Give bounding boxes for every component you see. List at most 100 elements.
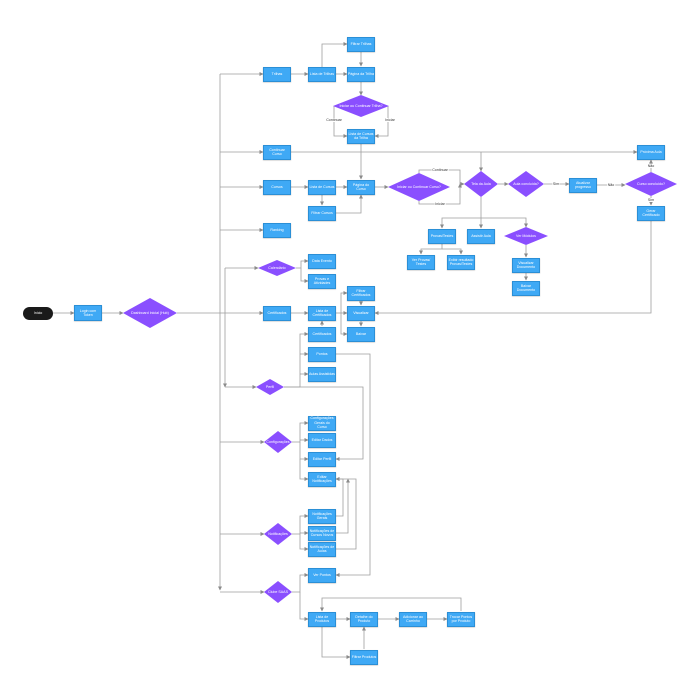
node-label: Filtrar Trilhas bbox=[350, 41, 372, 46]
connector bbox=[300, 268, 309, 283]
step-login: Login com Token bbox=[74, 305, 102, 321]
connector bbox=[333, 106, 348, 138]
node-label: Visualizar Documento bbox=[516, 260, 536, 269]
connector bbox=[335, 477, 357, 550]
step-baixar: Baixar bbox=[347, 326, 375, 342]
connector bbox=[336, 478, 350, 534]
edge-label: Sim bbox=[552, 182, 560, 186]
node-label: Tela da Aula bbox=[471, 181, 491, 186]
node-label: Lista de Produtos bbox=[314, 614, 330, 623]
node-label: Provas/Testes bbox=[430, 233, 454, 238]
node-label: Dashboard Inicial (Hub) bbox=[131, 310, 169, 315]
node-label: Ver Pontos bbox=[313, 572, 331, 577]
step-baixar-doc: Baixar Documento bbox=[512, 280, 540, 296]
node-label: Lista de Cursos da Trilha bbox=[348, 131, 374, 140]
decision-perfil: Perfil bbox=[256, 379, 284, 395]
step-lista-cursos: Lista de Cursos bbox=[308, 179, 336, 195]
node-label: Editar Dados bbox=[311, 437, 333, 442]
decision-calendario: Calendário bbox=[258, 260, 296, 276]
connector bbox=[321, 627, 351, 659]
step-filtrar-cursos: Filtrar Cursos bbox=[308, 205, 336, 221]
connector bbox=[284, 386, 364, 461]
step-pontos: Pontos bbox=[308, 346, 336, 362]
step-notif-aulas: Notificações de Aulas bbox=[308, 541, 336, 557]
step-lista-cert: Lista de Certificados bbox=[308, 305, 336, 321]
edge-label: Sim bbox=[647, 198, 655, 202]
step-ver-pontos: Ver Pontos bbox=[308, 567, 336, 583]
edge-label: Continuar bbox=[325, 118, 343, 122]
node-label: Filtrar Certificados bbox=[351, 288, 371, 297]
connector bbox=[374, 106, 389, 138]
decision-aula-concluida: Aula concluída? bbox=[508, 171, 544, 197]
connector bbox=[335, 477, 344, 517]
step-pagina-curso: Página do Curso bbox=[347, 179, 375, 195]
connector bbox=[340, 291, 348, 313]
step-trocar: Trocar Pontos por Produto bbox=[447, 611, 475, 627]
step-continuar-curso: Continuar Curso bbox=[263, 144, 291, 160]
node-label: Exibir resultado Provas/Testes bbox=[448, 257, 474, 266]
node-label: Ranking bbox=[270, 227, 284, 232]
step-filtrar-cert: Filtrar Certificados bbox=[347, 285, 375, 301]
node-label: Curso concluído? bbox=[637, 181, 665, 186]
node-label: Notificações de Cursos Novos bbox=[309, 528, 335, 537]
step-proxima-aula: Próxima Aula bbox=[637, 144, 665, 160]
decision-tela-aula: Tela da Aula bbox=[464, 171, 498, 197]
node-label: Notificações de Aulas bbox=[309, 544, 335, 553]
step-visualizar-doc: Visualizar Documento bbox=[512, 257, 540, 273]
node-label: Próxima Aula bbox=[640, 149, 662, 154]
node-label: Data Evento bbox=[312, 258, 332, 263]
connector bbox=[296, 259, 309, 269]
node-label: Calendário bbox=[268, 265, 286, 270]
node-label: Gerar Certificado bbox=[642, 208, 660, 217]
step-editar-perfil: Editar Perfil bbox=[308, 451, 336, 467]
step-provas-ativ: Provas e Atividades bbox=[308, 273, 336, 289]
step-cursos: Cursos bbox=[263, 179, 291, 195]
step-lista-trilhas: Lista de Trilhas bbox=[308, 66, 336, 82]
step-perfil-cert: Certificados bbox=[308, 326, 336, 342]
step-filtrar-trilhas: Filtrar Trilhas bbox=[347, 36, 375, 52]
node-label: Ver Módulos bbox=[516, 233, 536, 238]
decision-curso-concluido: Curso concluído? bbox=[625, 172, 677, 196]
edge-label: Não bbox=[607, 183, 615, 187]
node-label: Editar Notificações bbox=[312, 474, 332, 483]
node-label: Início bbox=[33, 310, 43, 315]
node-label: Provas e Atividades bbox=[313, 276, 331, 285]
connector bbox=[292, 573, 309, 593]
edge-label: Não bbox=[647, 164, 655, 168]
connector bbox=[299, 442, 309, 461]
step-visualizar: Visualizar bbox=[347, 305, 375, 321]
step-detalhe-prod: Detalhe do Produto bbox=[350, 611, 378, 627]
decision-notif: Notificações bbox=[264, 523, 292, 545]
node-label: Editar Perfil bbox=[312, 456, 332, 461]
node-label: Trocar Pontos por Produto bbox=[449, 614, 473, 623]
node-label: Assistir Aula bbox=[471, 233, 491, 238]
node-label: Configurações bbox=[266, 439, 290, 444]
connector bbox=[340, 313, 348, 336]
step-data-evento: Data Evento bbox=[308, 253, 336, 269]
decision-config: Configurações bbox=[264, 431, 292, 453]
step-ranking: Ranking bbox=[263, 222, 291, 238]
step-pagina-trilha: Página da Trilha bbox=[347, 66, 375, 82]
node-label: Notificações Gerais bbox=[312, 511, 332, 520]
node-label: Notificações bbox=[268, 531, 288, 536]
decision-dashboard: Dashboard Inicial (Hub) bbox=[123, 298, 177, 328]
start-inicio: Início bbox=[23, 306, 53, 320]
node-label: Visualizar bbox=[353, 310, 369, 315]
node-label: Cursos bbox=[271, 184, 283, 189]
connector bbox=[442, 248, 463, 255]
node-label: Ver Provas/ Testes bbox=[411, 257, 431, 266]
step-provas: Provas/Testes bbox=[428, 228, 456, 244]
connector bbox=[440, 217, 481, 229]
connector bbox=[320, 597, 462, 612]
node-label: Iniciar ou Continuar Curso? bbox=[397, 184, 441, 189]
connector bbox=[321, 42, 348, 67]
node-label: Baixar bbox=[355, 331, 367, 336]
step-gerar-cert: Gerar Certificado bbox=[637, 205, 665, 221]
edge-label: Iniciar bbox=[434, 202, 446, 206]
node-label: Filtrar Cursos bbox=[311, 210, 333, 215]
connector bbox=[374, 221, 652, 315]
decision-ver-modulos: Ver Módulos bbox=[504, 227, 548, 245]
decision-iniciar-curso: Iniciar ou Continuar Curso? bbox=[388, 173, 450, 201]
step-editar-notif: Editar Notificações bbox=[308, 471, 336, 487]
